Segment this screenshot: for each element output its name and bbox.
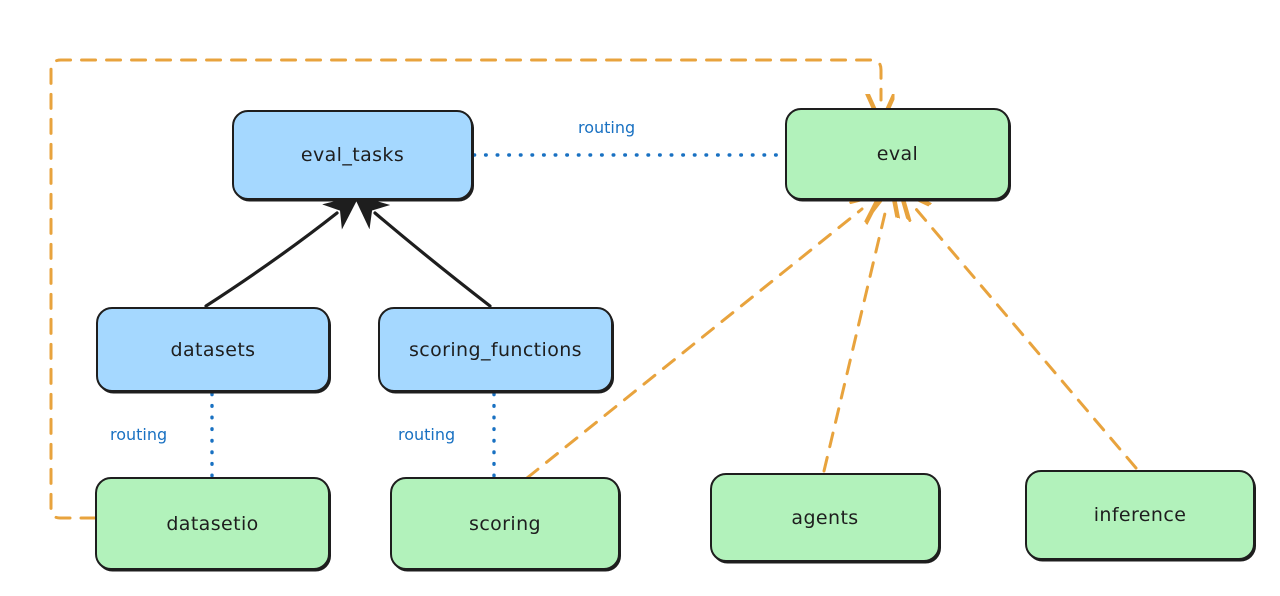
node-agents[interactable]: agents <box>710 473 940 562</box>
node-label-scoring: scoring <box>469 512 541 535</box>
edge-inference-eval <box>916 209 1138 470</box>
node-label-eval: eval <box>876 143 919 165</box>
node-scoring[interactable]: scoring <box>390 477 620 570</box>
edge-label-routing-datasets-datasetio: routing <box>110 425 168 444</box>
node-label-scoring-functions: scoring_functions <box>409 338 582 361</box>
node-datasets[interactable]: datasets <box>96 307 330 392</box>
edge-label-routing-eval-tasks-eval: routing <box>578 118 636 137</box>
edge-agents-eval <box>822 209 886 473</box>
node-inference[interactable]: inference <box>1025 470 1255 560</box>
edge-datasets-evaltasks <box>204 195 360 308</box>
node-label-agents: agents <box>791 506 859 529</box>
node-eval-tasks[interactable]: eval_tasks <box>232 110 473 200</box>
edge-label-routing-scoring-functions-scoring: routing <box>398 425 456 444</box>
node-label-datasets: datasets <box>170 338 256 361</box>
node-label-eval-tasks: eval_tasks <box>300 144 405 166</box>
edge-scoringfunctions-evaltasks <box>353 194 492 308</box>
node-label-datasetio: datasetio <box>166 512 259 535</box>
node-label-inference: inference <box>1093 504 1187 526</box>
node-datasetio[interactable]: datasetio <box>95 477 330 570</box>
node-eval[interactable]: eval <box>785 108 1010 200</box>
node-scoring-functions[interactable]: scoring_functions <box>378 307 613 392</box>
